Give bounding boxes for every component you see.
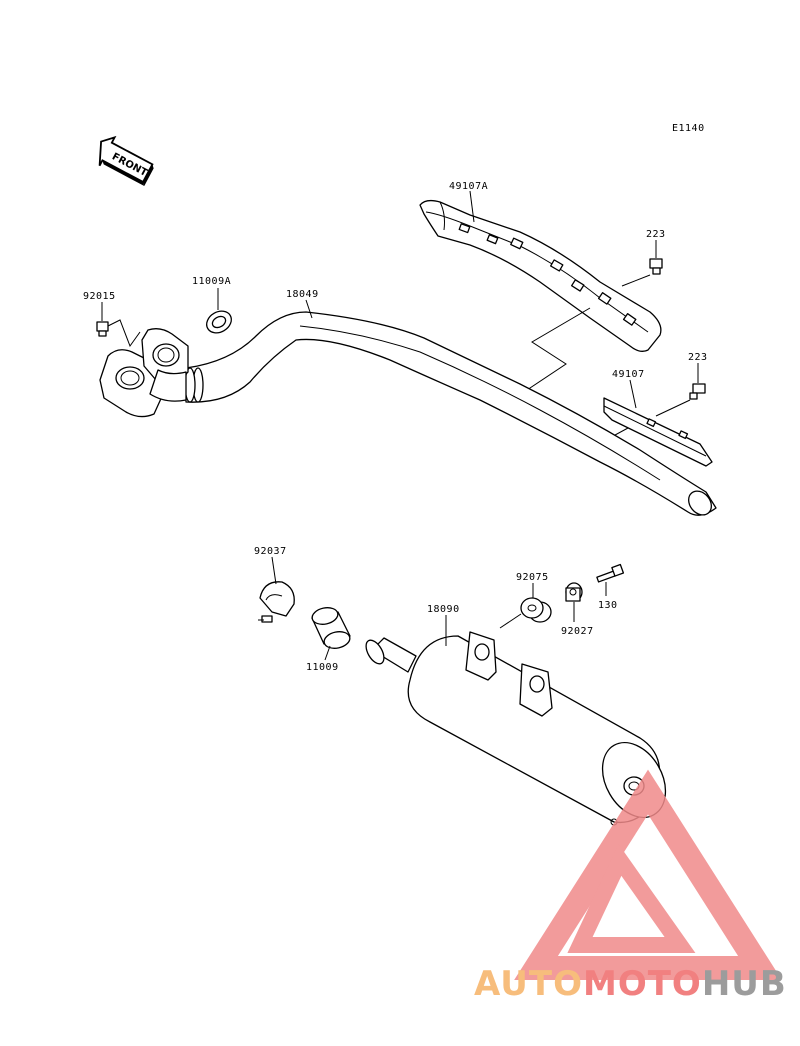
watermark-moto: MOTO — [583, 964, 702, 1004]
label-11009: 11009 — [306, 662, 339, 673]
nut-92015 — [96, 321, 109, 337]
label-18090: 18090 — [427, 604, 460, 615]
watermark-logo: AUTOMOTOHUB — [474, 769, 787, 1004]
gasket-11009 — [311, 607, 351, 649]
front-arrow-icon: FRONT — [98, 135, 154, 187]
clamp-92037 — [258, 581, 295, 623]
bolt-223-lower — [689, 383, 706, 400]
label-130: 130 — [598, 600, 618, 611]
watermark-hub: HUB — [702, 964, 787, 1004]
watermark-auto: AUTO — [474, 964, 583, 1004]
label-11009A: 11009A — [192, 276, 231, 287]
label-49107: 49107 — [612, 369, 645, 380]
heat-guard-upper — [419, 199, 662, 352]
label-18049: 18049 — [286, 289, 319, 300]
label-49107A: 49107A — [449, 181, 488, 192]
label-92075: 92075 — [516, 572, 549, 583]
grommet-92075 — [520, 597, 552, 623]
bolt-130 — [596, 563, 625, 583]
collar-92027 — [565, 582, 583, 602]
label-223-lower: 223 — [688, 352, 708, 363]
svg-text:AUTOMOTOHUB: AUTOMOTOHUB — [474, 964, 787, 1004]
label-92037: 92037 — [254, 546, 287, 557]
heat-guard-lower — [603, 397, 713, 467]
diagram-id: E1140 — [672, 123, 705, 134]
label-92015: 92015 — [83, 291, 116, 302]
label-92027: 92027 — [561, 626, 594, 637]
bolt-223-upper — [649, 258, 663, 275]
exhaust-header-pipe — [99, 311, 717, 516]
gasket-11009A — [206, 310, 232, 334]
label-223-upper: 223 — [646, 229, 666, 240]
